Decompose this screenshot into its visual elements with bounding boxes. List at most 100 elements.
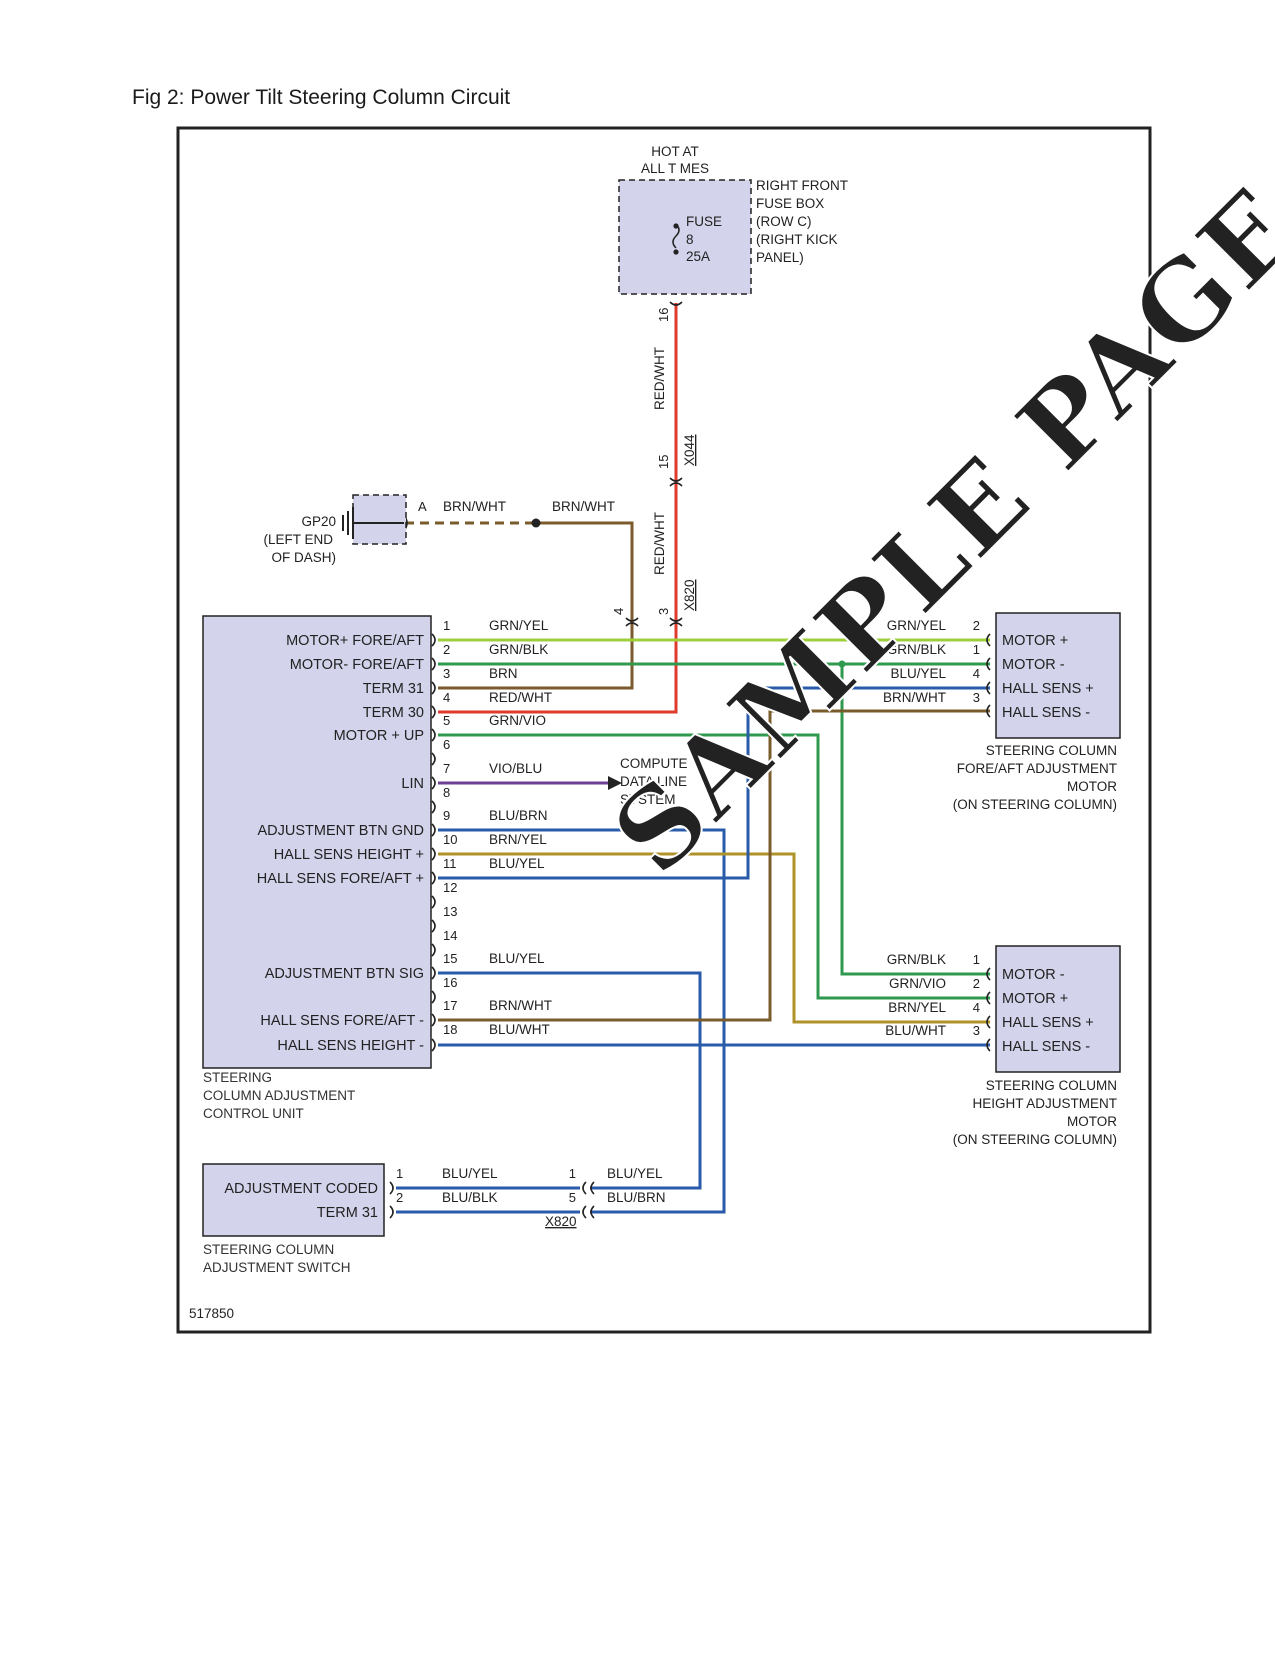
motor-label: HALL SENS + [1002, 1015, 1094, 1031]
switch-connector: X820 [545, 1214, 577, 1229]
cu-label: ADJUSTMENT BTN GND [258, 823, 425, 839]
height-motor-pins: 1 2 4 3 [973, 952, 980, 1038]
cu-label: MOTOR+ FORE/AFT [286, 633, 424, 649]
wire-label: RED/WHT [652, 512, 667, 575]
motor-pin: 3 [973, 1023, 980, 1038]
fuse-terminal-dot [673, 249, 679, 255]
wire-label: BRN [489, 666, 518, 681]
conn-pin: 1 [569, 1166, 576, 1181]
fore-aft-motor-box [995, 612, 1121, 739]
wire-label: BLU/YEL [607, 1166, 663, 1181]
fore-aft-motor-caption: STEERING COLUMN FORE/AFT ADJUSTMENT MOTO… [953, 743, 1118, 812]
wire-label: BRN/WHT [443, 499, 506, 514]
cu-label: HALL SENS HEIGHT - [277, 1038, 424, 1054]
fuse-box: FUSE 8 25A [618, 179, 752, 295]
wire-label: BRN/YEL [489, 832, 547, 847]
cu-pin: 9 [443, 808, 450, 823]
wire-label: GRN/YEL [489, 618, 549, 633]
fuse-icon [672, 223, 680, 249]
arrow-icon [608, 776, 622, 790]
motor-pin: 4 [973, 666, 980, 681]
wire-blu-yel [438, 686, 990, 880]
cu-pin: 2 [443, 642, 450, 657]
cu-pin: 11 [443, 856, 457, 871]
motor-label: HALL SENS - [1002, 1039, 1090, 1055]
all-times-label: ALL T MES [641, 161, 709, 176]
cu-label: LIN [401, 776, 424, 792]
ground-location: OF DASH) [271, 550, 336, 565]
cu-label: TERM 31 [363, 681, 424, 697]
diagram-frame [176, 126, 1152, 1334]
control-unit-labels: MOTOR+ FORE/AFT MOTOR- FORE/AFT TERM 31 … [257, 633, 424, 1054]
fuse-terminal-dot [673, 223, 679, 229]
wire-label: RED/WHT [489, 690, 552, 705]
motor-pin: 4 [973, 1000, 980, 1015]
switch-caption: STEERING COLUMN [203, 1242, 334, 1257]
height-motor-caption: STEERING COLUMN HEIGHT ADJUSTMENT MOTOR … [953, 1078, 1118, 1147]
wire-label: BLU/WHT [885, 1023, 946, 1038]
wire-grn-blk-1 [438, 662, 990, 976]
wire-label: BLU/YEL [890, 666, 946, 681]
connector-mark-4 [625, 617, 639, 627]
cu-label: TERM 30 [363, 705, 424, 721]
data-link-label: COMPUTE [620, 756, 688, 771]
ground-icon [342, 507, 404, 539]
connector-mark-sw2 [582, 1205, 595, 1219]
data-link-label: SYSTEM [620, 792, 676, 807]
wire-red-wht [438, 303, 678, 714]
wire-brn [438, 521, 634, 690]
cu-pin: 6 [443, 737, 450, 752]
cu-label: HALL SENS FORE/AFT + [257, 871, 424, 887]
motor-label: MOTOR - [1002, 657, 1065, 673]
cu-pin: 18 [443, 1022, 457, 1037]
junction-dot [838, 660, 846, 668]
ground-location: (LEFT END [263, 532, 333, 547]
wire-label: BLU/YEL [489, 951, 545, 966]
cu-label: HALL SENS FORE/AFT - [260, 1013, 424, 1029]
wire-label: GRN/BLK [887, 642, 946, 657]
switch-box [202, 1163, 385, 1237]
diagram-id: 517850 [189, 1306, 234, 1321]
fore-aft-motor-labels: MOTOR + MOTOR - HALL SENS + HALL SENS - [1002, 633, 1094, 721]
connector-marks-switch [389, 1181, 394, 1219]
connector-marks-control-unit [431, 633, 436, 1052]
wire-label: BLU/YEL [442, 1166, 498, 1181]
cu-pin: 10 [443, 832, 457, 847]
motor-pin: 1 [973, 952, 980, 967]
pin-label: 15 [656, 455, 671, 469]
cu-label: HALL SENS HEIGHT + [274, 847, 424, 863]
cu-pin: 4 [443, 690, 450, 705]
wire-label: BLU/BLK [442, 1190, 498, 1205]
motor-label: MOTOR + [1002, 991, 1068, 1007]
wire-label: BLU/WHT [489, 1022, 550, 1037]
control-unit-caption: STEERING [203, 1070, 272, 1085]
fore-aft-motor-wire-labels: GRN/YEL GRN/BLK BLU/YEL BRN/WHT [883, 618, 946, 705]
wire-label: BRN/WHT [552, 499, 615, 514]
cu-pin: 5 [443, 713, 450, 728]
caption-line: STEERING COLUMN [986, 743, 1117, 758]
cu-pin: 15 [443, 951, 457, 966]
control-unit-box [202, 615, 432, 1069]
fuse-rating: 25A [686, 249, 710, 264]
wire-label: BLU/BRN [607, 1190, 666, 1205]
wire-label: BLU/BRN [489, 808, 548, 823]
fuse-box-line: PANEL) [756, 250, 804, 265]
connector-x044: X044 [682, 434, 697, 466]
motor-pin: 2 [973, 976, 980, 991]
fuse-number: 8 [686, 232, 694, 247]
ground-gp20 [342, 494, 407, 545]
cu-pin: 12 [443, 880, 457, 895]
caption-line: MOTOR [1067, 1114, 1117, 1129]
fuse-label: FUSE [686, 214, 722, 229]
wire-label: GRN/YEL [887, 618, 947, 633]
cu-pin: 7 [443, 761, 450, 776]
caption-line: (ON STEERING COLUMN) [953, 1132, 1117, 1147]
wire-label: BRN/WHT [489, 998, 552, 1013]
control-unit-caption: CONTROL UNIT [203, 1106, 304, 1121]
wire-label: VIO/BLU [489, 761, 542, 776]
fuse-box-line: FUSE BOX [756, 196, 824, 211]
fore-aft-motor-pins: 2 1 4 3 [973, 618, 980, 705]
wire-brn-wht [438, 709, 990, 1022]
pin-label: A [418, 499, 427, 514]
connector-marks [389, 301, 991, 1219]
